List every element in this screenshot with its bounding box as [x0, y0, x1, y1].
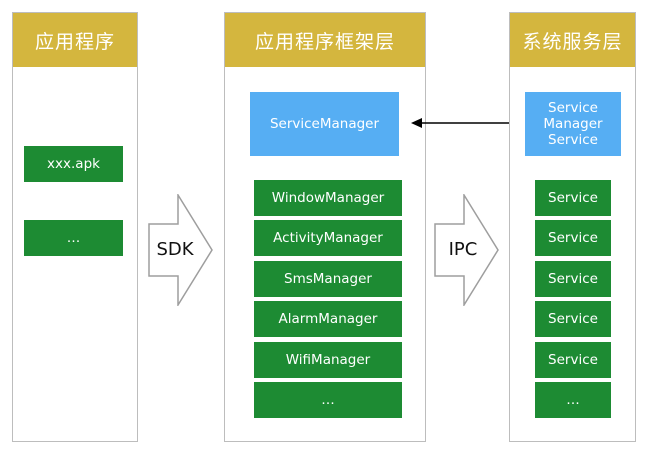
window-manager-box: WindowManager [254, 180, 402, 216]
system-more-box: … [535, 382, 611, 418]
ssm-line-3: Service [548, 132, 598, 148]
sms-manager-box: SmsManager [254, 261, 402, 297]
ipc-arrow-icon [434, 194, 499, 306]
apk-box: xxx.apk [24, 146, 123, 182]
service-manager-service-box: Service Manager Service [525, 92, 621, 156]
sdk-arrow-icon [148, 194, 213, 306]
service-box-1: Service [535, 180, 611, 216]
service-box-3: Service [535, 261, 611, 297]
service-box-5: Service [535, 342, 611, 378]
system-column: 系统服务层 Service Manager Service Service Se… [509, 12, 636, 442]
ssm-line-1: Service [548, 100, 598, 116]
service-box-4: Service [535, 301, 611, 337]
alarm-manager-box: AlarmManager [254, 301, 402, 337]
app-more-box: … [24, 220, 123, 256]
framework-column: 应用程序框架层 ServiceManager WindowManager Act… [224, 12, 426, 442]
service-manager-box: ServiceManager [250, 92, 399, 156]
ipc-label: IPC [448, 238, 478, 260]
system-column-title: 系统服务层 [510, 13, 635, 67]
wifi-manager-box: WifiManager [254, 342, 402, 378]
framework-more-box: … [254, 382, 402, 418]
service-box-2: Service [535, 220, 611, 256]
sdk-label: SDK [156, 238, 194, 260]
app-column-title: 应用程序 [13, 13, 137, 67]
ssm-line-2: Manager [543, 116, 603, 132]
app-column: 应用程序 xxx.apk … [12, 12, 138, 442]
framework-column-title: 应用程序框架层 [225, 13, 425, 67]
activity-manager-box: ActivityManager [254, 220, 402, 256]
